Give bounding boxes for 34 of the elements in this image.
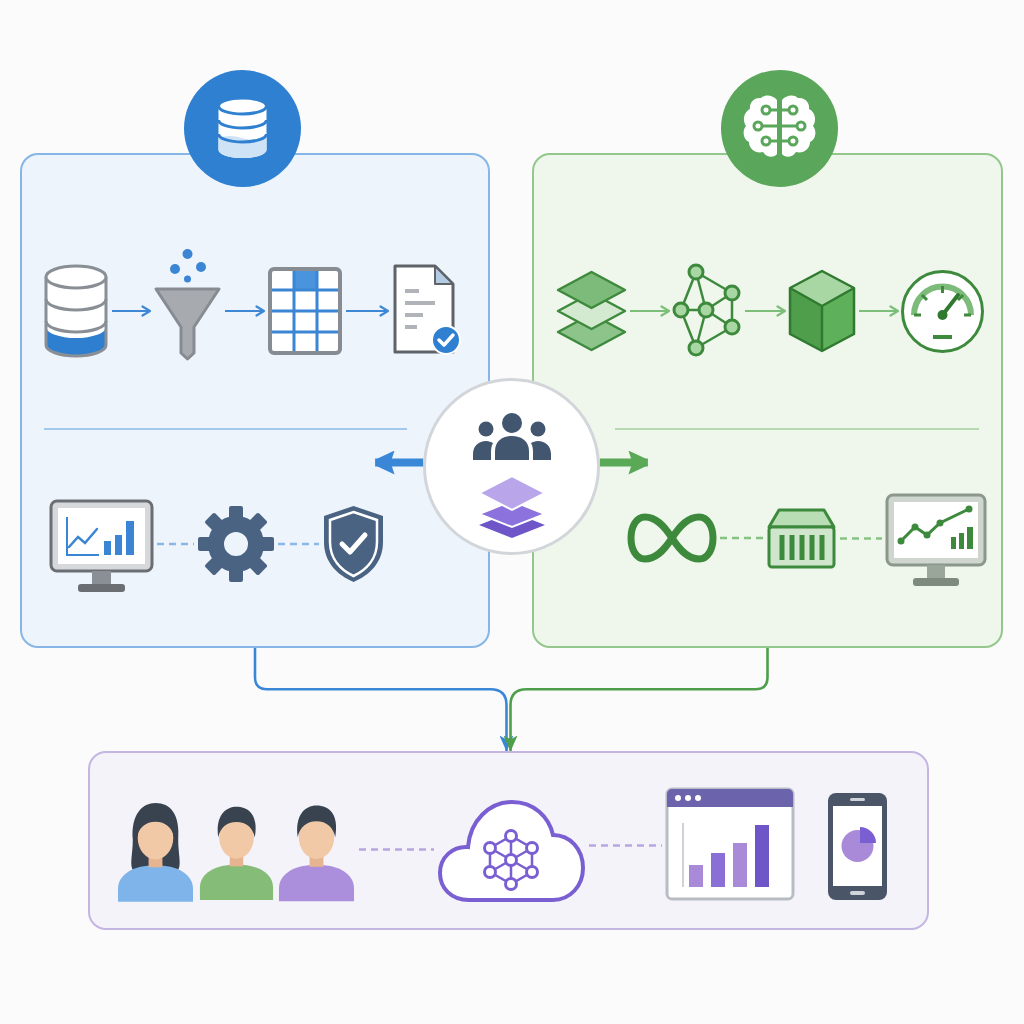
monitor-chart-icon <box>885 493 987 589</box>
infinity-icon <box>627 512 717 564</box>
document-check-icon <box>391 263 462 357</box>
gear-icon <box>197 505 275 583</box>
arrow <box>630 305 671 317</box>
table-grid-icon <box>267 266 343 356</box>
arrow <box>503 648 769 752</box>
dashed-line <box>589 844 662 847</box>
group-panel <box>532 153 1003 648</box>
dashboard-window-icon <box>665 787 795 901</box>
monitor-chart-icon <box>49 499 154 595</box>
dashed-line <box>359 848 434 851</box>
dashed-line <box>278 542 319 546</box>
arrow <box>253 648 514 752</box>
dashed-line <box>157 542 194 546</box>
cube-icon <box>788 268 856 354</box>
neural-network-icon <box>672 263 742 357</box>
group-panel <box>88 751 929 930</box>
arrow <box>859 305 900 317</box>
arrow <box>225 305 266 317</box>
container-icon <box>766 507 837 570</box>
arrow <box>346 305 390 317</box>
layers-icon <box>477 474 547 539</box>
shield-check-icon <box>322 504 385 584</box>
layers-icon <box>556 268 627 354</box>
filter-funnel-icon <box>153 247 222 362</box>
phone-pie-chart-icon <box>826 791 889 902</box>
arrow <box>745 305 787 317</box>
dashed-line <box>840 537 882 540</box>
dashed-line <box>720 536 763 540</box>
database-icon <box>43 263 109 359</box>
arrow <box>112 305 152 317</box>
team-icon <box>472 412 552 460</box>
group-panel <box>20 153 490 648</box>
